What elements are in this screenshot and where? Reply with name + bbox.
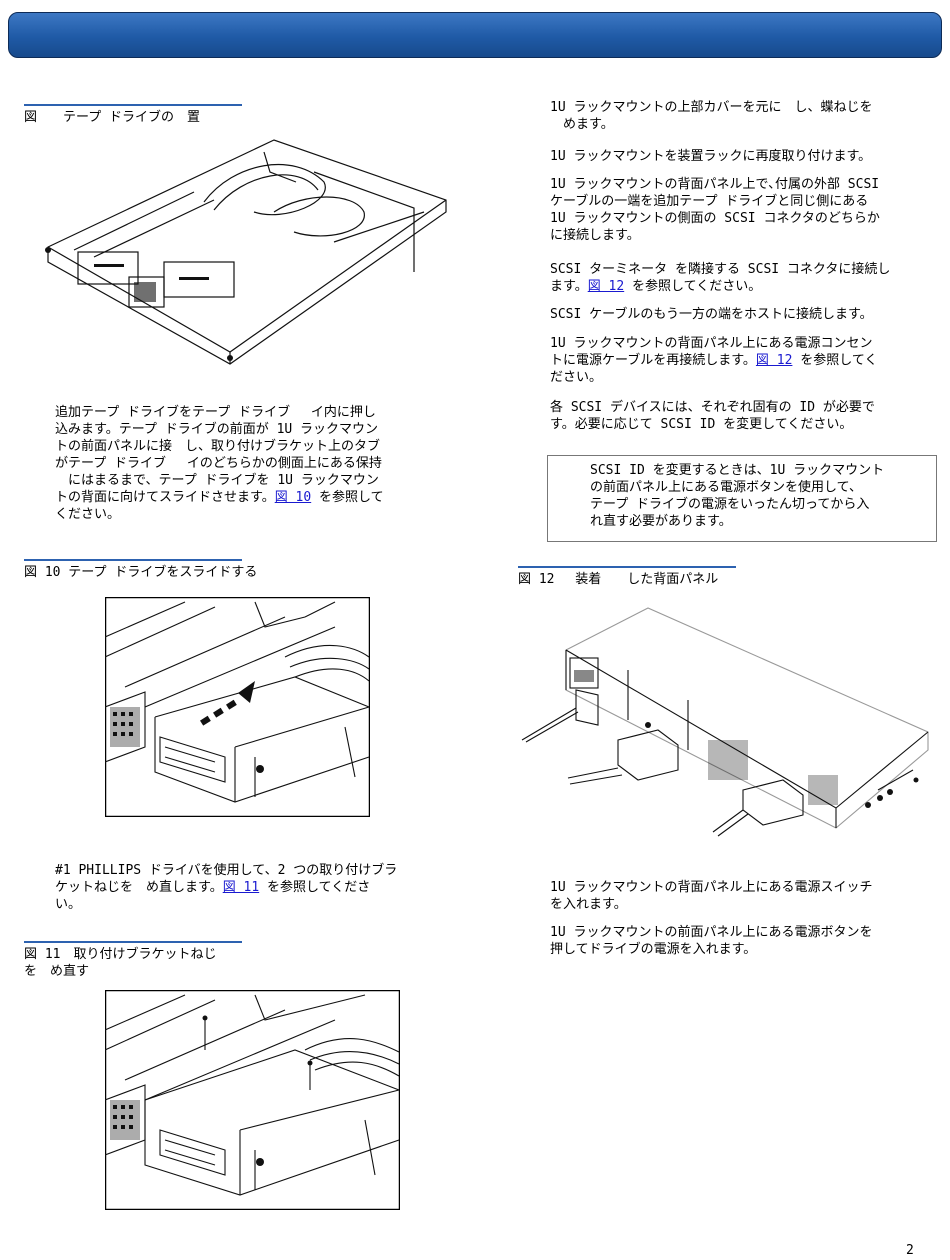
header-banner — [8, 12, 942, 58]
right-step-5: SCSI ケーブルのもう一方の端をホストに接続します。 — [550, 306, 942, 323]
text-line: #1 PHILLIPS ドライバを使用して、2 つの取り付けブラ — [55, 863, 398, 878]
text-line: れ直す必要があります。 — [590, 514, 732, 529]
text-line: ケーブルの一端を追加テープ ドライブと同じ側にある — [550, 194, 869, 209]
right-step-4: SCSI ターミネータ を隣接する SCSI コネクタに接続し ます。図 12 … — [550, 261, 942, 295]
text-line: 1U ラックマウントの側面の SCSI コネクタのどちらか — [550, 211, 880, 226]
rear-panel-figure — [521, 607, 929, 837]
text-line: を参照してく — [792, 353, 878, 368]
figure-11-link[interactable]: 図 11 — [222, 880, 260, 895]
page-number: 2 — [906, 1243, 914, 1258]
right-step-8: 1U ラックマウントの背面パネル上にある電源スイッチ を入れます。 — [550, 879, 942, 913]
text-line: 込みます。テープ ドライブの前面が 1U ラックマウン — [55, 422, 379, 437]
text-line: す。必要に応じて SCSI ID を変更してください。 — [550, 417, 853, 432]
caption-rule — [518, 566, 736, 568]
figure-caption-text: 図 10 テープ ドライブをスライドする — [24, 565, 258, 580]
text-line: 各 SCSI デバイスには、それぞれ固有の ID が必要で — [550, 400, 875, 415]
figure-caption-text: 図 11 取り付けブラケットねじ — [24, 947, 217, 962]
text-line: めます。 — [550, 117, 614, 132]
text-line: を参照してくださ — [259, 880, 371, 895]
figure-12-link[interactable]: 図 12 — [755, 353, 793, 368]
text-line: ケットねじを め直します。 — [55, 880, 223, 895]
figure-caption: 図 11 取り付けブラケットねじ — [24, 941, 242, 963]
text-line: SCSI ターミネータ を隣接する SCSI コネクタに接続し — [550, 262, 891, 277]
figure-caption-text: 図 12 装着 した背面パネル — [518, 572, 719, 587]
caption-rule — [24, 941, 242, 943]
text-line: 押してドライブの電源を入れます。 — [550, 942, 757, 957]
text-line: 1U ラックマウントの背面パネル上で､付属の外部 SCSI — [550, 177, 880, 192]
text-line: 1U ラックマウントの背面パネル上にある電源コンセン — [550, 336, 873, 351]
text-line: ます。 — [550, 279, 588, 294]
text-line: 1U ラックマウントの前面パネル上にある電源ボタンを — [550, 925, 873, 940]
text-line: 1U ラックマウントの上部カバーを元に し、蝶ねじを — [550, 100, 873, 115]
figure-caption: 図 12 装着 した背面パネル — [518, 566, 736, 588]
text-line: トの背面に向けてスライドさせます。 — [55, 490, 275, 505]
text-line: ください。 — [55, 507, 121, 522]
right-step-3: 1U ラックマウントの背面パネル上で､付属の外部 SCSI ケーブルの一端を追加… — [550, 176, 942, 244]
text-line: トに電源ケーブルを再接続します。 — [550, 353, 756, 368]
left-paragraph-2: #1 PHILLIPS ドライバを使用して、2 つの取り付けブラ ケットねじを … — [55, 862, 450, 913]
left-paragraph-1: 追加テープ ドライブをテープ ドライブ イ内に押し 込みます。テープ ドライブの… — [55, 404, 450, 523]
caption-rule — [24, 559, 242, 561]
figure-caption-text: を め直す — [24, 964, 90, 979]
text-line: い。 — [55, 897, 82, 912]
right-step-2: 1U ラックマウントを装置ラックに再度取り付けます。 — [550, 148, 942, 165]
text-line: がテープ ドライブ イのどちらかの側面上にある保持 — [55, 456, 382, 471]
bracket-screw-figure — [105, 990, 400, 1210]
figure-caption-text: 図 テープ ドライブの 置 — [24, 110, 201, 125]
note-text: SCSI ID を変更するときは、1U ラックマウント の前面パネル上にある電源… — [590, 462, 930, 530]
text-line: を入れます。 — [550, 897, 627, 912]
figure-caption: 図 10 テープ ドライブをスライドする — [24, 559, 258, 581]
text-line: 1U ラックマウントの背面パネル上にある電源スイッチ — [550, 880, 873, 895]
figure-12-link[interactable]: 図 12 — [587, 279, 625, 294]
text-line: SCSI ケーブルのもう一方の端をホストに接続します。 — [550, 307, 873, 322]
text-line: テープ ドライブの電源をいったん切ってから入 — [590, 497, 870, 512]
text-line: にはまるまで、テープ ドライブを 1U ラックマウン — [55, 473, 379, 488]
right-step-7: 各 SCSI デバイスには、それぞれ固有の ID が必要で す。必要に応じて S… — [550, 399, 942, 433]
text-line: に接続します。 — [550, 228, 640, 243]
text-line: を参照して — [311, 490, 384, 505]
tape-drive-location-figure — [45, 139, 447, 365]
text-line: を参照してください。 — [624, 279, 762, 294]
figure-caption: 図 テープ ドライブの 置 — [24, 104, 242, 126]
right-step-9: 1U ラックマウントの前面パネル上にある電源ボタンを 押してドライブの電源を入れ… — [550, 924, 942, 958]
caption-rule — [24, 104, 242, 106]
right-step-6: 1U ラックマウントの背面パネル上にある電源コンセン トに電源ケーブルを再接続し… — [550, 335, 942, 386]
slide-tape-drive-figure — [105, 597, 370, 817]
text-line: の前面パネル上にある電源ボタンを使用して、 — [590, 480, 862, 495]
slide-arrow-icon — [200, 681, 255, 726]
text-line: ださい。 — [550, 370, 603, 385]
note-box: SCSI ID を変更するときは、1U ラックマウント の前面パネル上にある電源… — [547, 455, 937, 542]
figure-10-link[interactable]: 図 10 — [274, 490, 312, 505]
text-line: 1U ラックマウントを装置ラックに再度取り付けます。 — [550, 149, 872, 164]
text-line: SCSI ID を変更するときは、1U ラックマウント — [590, 463, 885, 478]
right-step-1: 1U ラックマウントの上部カバーを元に し、蝶ねじを めます。 — [550, 99, 942, 133]
text-line: 追加テープ ドライブをテープ ドライブ イ内に押し — [55, 405, 376, 420]
text-line: トの前面パネルに接 し、取り付けブラケット上のタブ — [55, 439, 381, 454]
